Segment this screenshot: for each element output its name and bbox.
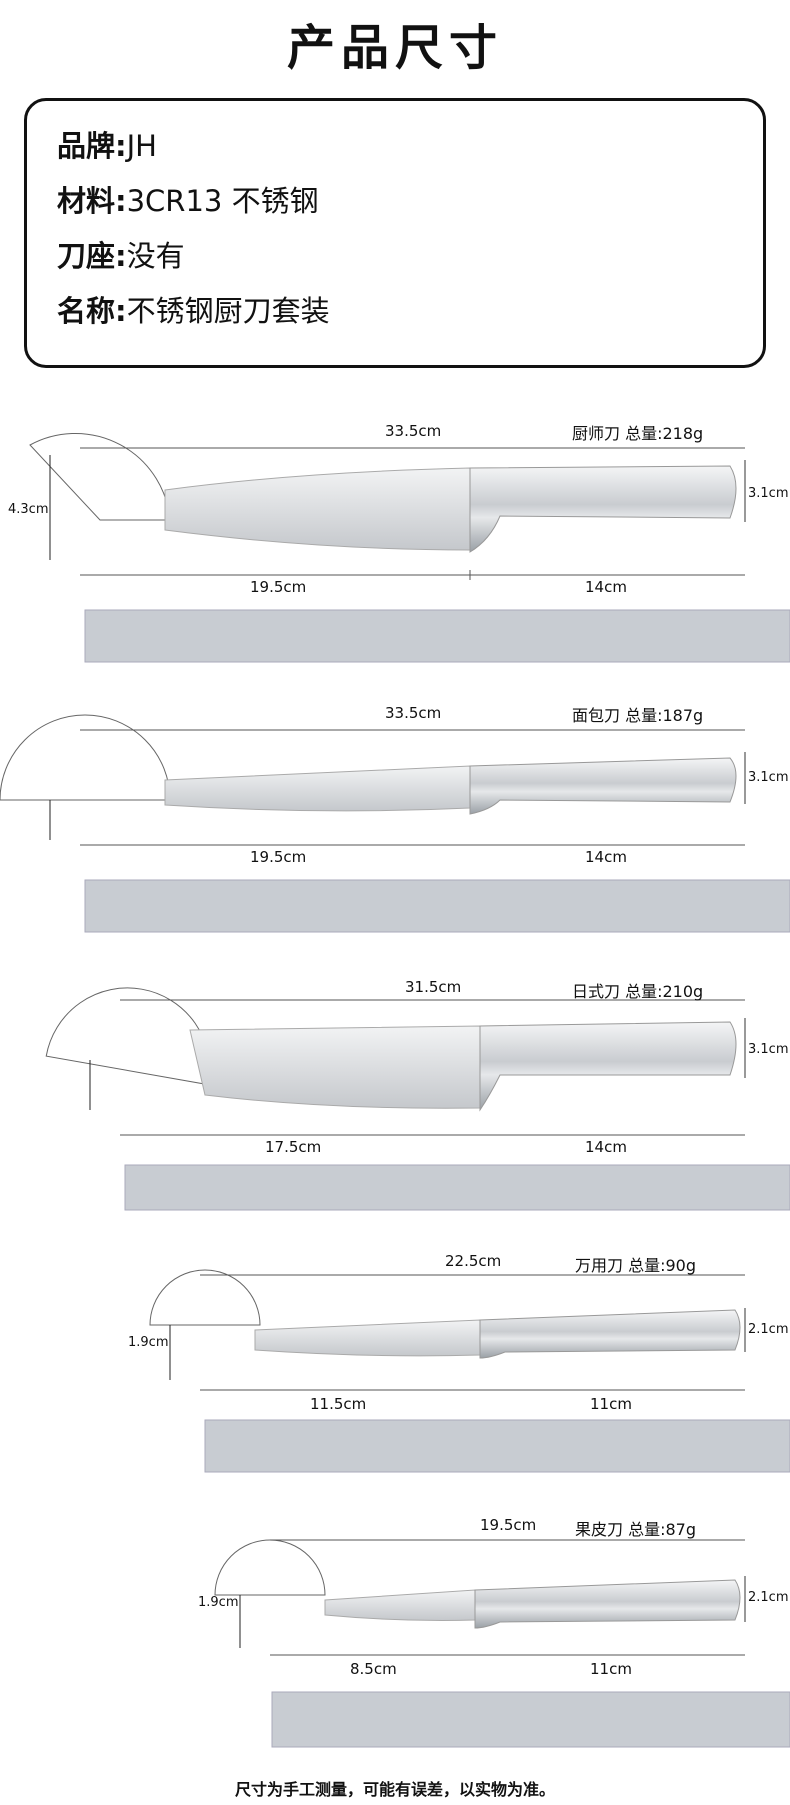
utility-knife-drawing [149, 1269, 790, 1473]
handle-length: 14cm [585, 848, 627, 866]
knife-weight: 厨师刀 总量:218g [572, 424, 704, 443]
handle-shape [474, 1579, 741, 1629]
knife-bread: 33.5cm 面包刀 总量:187g 3.1cm 19.5cm 14cm [0, 680, 790, 950]
handle-length: 14cm [585, 578, 627, 596]
handle-shape [469, 465, 737, 553]
blade-length: 19.5cm [250, 578, 307, 596]
ruler [84, 609, 790, 663]
knife-weight: 万用刀 总量:90g [575, 1256, 696, 1275]
knife-santoku: 31.5cm 日式刀 总量:210g 3.1cm 17.5cm 14cm [0, 960, 790, 1211]
blade-length: 8.5cm [350, 1660, 397, 1678]
knife-weight: 果皮刀 总量:87g [575, 1520, 696, 1539]
spec-brand: 品牌:JH [57, 129, 157, 163]
total-length: 33.5cm [385, 422, 442, 440]
santoku-knife-drawing [45, 987, 790, 1211]
knife-paring: 19.5cm 果皮刀 总量:87g 1.9cm 2.1cm 8.5cm 11cm [0, 1500, 790, 1760]
handle-length: 11cm [590, 1395, 632, 1413]
handle-height: 3.1cm [748, 1042, 789, 1057]
protractor-icon [0, 714, 171, 801]
handle-shape [469, 757, 737, 815]
blade-shape [164, 765, 471, 812]
ruler [204, 1419, 790, 1473]
blade-height: 4.3cm [8, 502, 49, 517]
protractor-icon [29, 432, 171, 521]
ruler [124, 1164, 790, 1211]
total-length: 33.5cm [385, 704, 442, 722]
handle-shape [479, 1309, 741, 1359]
blade-shape [324, 1589, 476, 1621]
blade-shape [189, 1025, 481, 1109]
knife-weight: 日式刀 总量:210g [572, 982, 704, 1001]
blade-length: 11.5cm [310, 1395, 367, 1413]
spec-name: 名称:不锈钢厨刀套装 [57, 294, 330, 328]
knife-utility: 22.5cm 万用刀 总量:90g 1.9cm 2.1cm 11.5cm 11c… [0, 1240, 790, 1490]
ruler [84, 879, 790, 933]
chef-knife-drawing [29, 432, 790, 663]
total-length: 31.5cm [405, 978, 462, 996]
paring-knife-drawing [214, 1539, 790, 1748]
spec-box: 品牌:JH 材料:3CR13 不锈钢 刀座:没有 名称:不锈钢厨刀套装 [24, 98, 766, 368]
protractor-icon [214, 1539, 326, 1596]
handle-height: 3.1cm [748, 486, 789, 501]
knife-weight: 面包刀 总量:187g [572, 706, 704, 725]
handle-length: 14cm [585, 1138, 627, 1156]
total-length: 19.5cm [480, 1516, 537, 1534]
spec-block: 刀座:没有 [57, 239, 185, 273]
knife-chef: 33.5cm 厨师刀 总量:218g 4.3cm 3.1cm 19.5cm 14… [0, 400, 790, 670]
blade-length: 17.5cm [265, 1138, 322, 1156]
footnote: 尺寸为手工测量，可能有误差，以实物为准。 [234, 1780, 555, 1799]
blade-shape [164, 467, 471, 551]
handle-height: 2.1cm [748, 1590, 789, 1605]
blade-shape [254, 1319, 481, 1357]
handle-length: 11cm [590, 1660, 632, 1678]
handle-shape [479, 1021, 737, 1112]
bread-knife-drawing [0, 714, 790, 933]
handle-height: 3.1cm [748, 770, 789, 785]
handle-height: 2.1cm [748, 1322, 789, 1337]
blade-height: 1.9cm [128, 1335, 169, 1350]
ruler [271, 1691, 790, 1748]
total-length: 22.5cm [445, 1252, 502, 1270]
spec-material: 材料:3CR13 不锈钢 [57, 184, 319, 218]
page-title: 产品尺寸 [286, 20, 503, 76]
protractor-icon [149, 1269, 261, 1326]
blade-height: 1.9cm [198, 1595, 239, 1610]
blade-length: 19.5cm [250, 848, 307, 866]
